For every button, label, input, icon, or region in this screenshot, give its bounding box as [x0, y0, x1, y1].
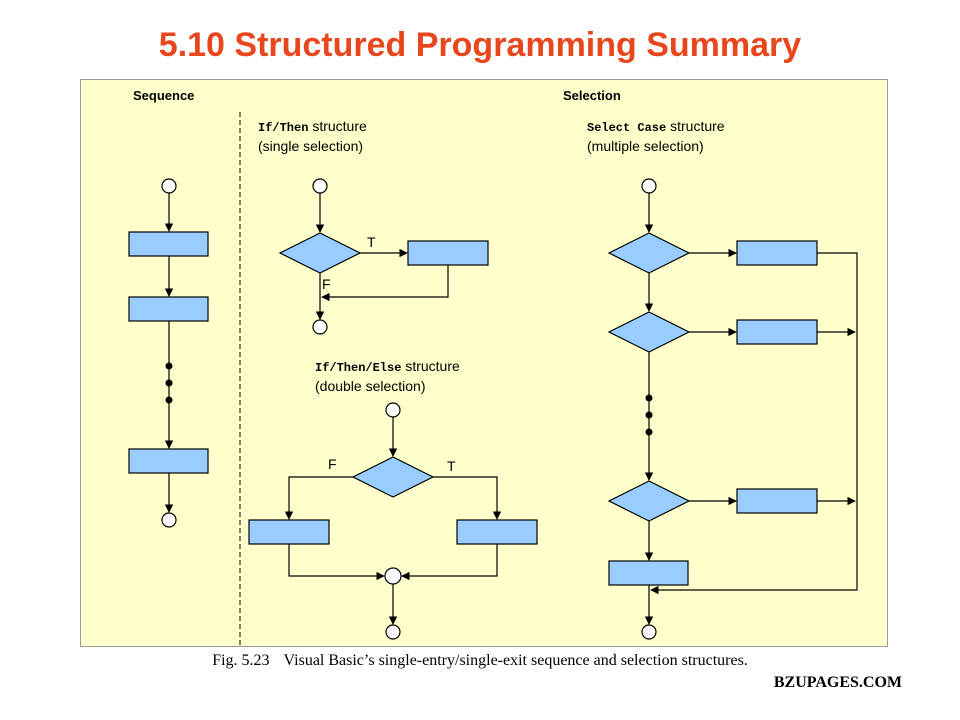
sequence-flowchart — [128, 178, 209, 528]
if-then-decision — [278, 232, 362, 274]
sequence-action-2 — [128, 296, 209, 322]
if-then-start-node — [312, 178, 328, 194]
select-case-end-node — [641, 624, 657, 640]
slide-title: 5.10 Structured Programming Summary — [158, 26, 802, 64]
if-then-else-decision — [351, 456, 435, 498]
select-case-flowchart — [607, 178, 858, 640]
if-then-structure-word: structure — [312, 118, 367, 134]
if-then-else-true-action — [456, 519, 538, 545]
select-case-structure-word: structure — [670, 118, 725, 134]
select-case-decision-n — [607, 480, 691, 522]
if-then-action — [407, 240, 489, 266]
if-then-else-heading: If/Then/Else structure — [315, 358, 460, 375]
sequence-ellipsis — [165, 362, 173, 404]
if-then-else-true-label: T — [447, 458, 456, 474]
if-then-else-end-node — [385, 624, 401, 640]
sequence-start-node — [161, 178, 177, 194]
if-then-else-merge-node — [384, 567, 402, 585]
figure-caption: Fig. 5.23 Visual Basic’s single-entry/sin… — [0, 652, 960, 670]
if-then-else-false-label: F — [328, 456, 337, 472]
select-case-action-n — [736, 488, 818, 514]
if-then-else-subtitle: (double selection) — [315, 378, 426, 394]
sequence-action-3 — [128, 448, 209, 474]
sequence-action-1 — [128, 231, 209, 257]
watermark-text: BZUPAGES.COM — [773, 674, 902, 691]
diagram-panel — [80, 79, 888, 647]
select-case-ellipsis — [645, 394, 653, 436]
select-case-keyword: Select Case — [587, 121, 667, 135]
select-case-decision-2 — [607, 311, 691, 353]
select-case-action-2 — [736, 319, 818, 345]
if-then-else-flowchart — [248, 402, 538, 640]
select-case-start-node — [641, 178, 657, 194]
sequence-header: Sequence — [133, 88, 195, 103]
if-then-else-start-node — [385, 402, 401, 418]
if-then-else-keyword: If/Then/Else — [315, 361, 402, 375]
if-then-end-node — [312, 319, 328, 335]
if-then-flowchart — [278, 178, 489, 335]
select-case-decision-1 — [607, 232, 691, 274]
select-case-subtitle: (multiple selection) — [587, 138, 704, 154]
if-then-heading: If/Then structure — [258, 118, 367, 135]
figure-caption-text: Visual Basic’s single-entry/single-exit … — [283, 652, 748, 669]
selection-header: Selection — [563, 88, 621, 103]
if-then-keyword: If/Then — [258, 121, 309, 135]
if-then-false-label: F — [322, 276, 331, 292]
select-case-action-1 — [736, 240, 818, 266]
select-case-default-action — [608, 560, 689, 586]
figure-number: Fig. 5.23 — [212, 652, 270, 669]
select-case-heading: Select Case structure — [587, 118, 725, 135]
sequence-end-node — [161, 512, 177, 528]
if-then-true-label: T — [367, 234, 376, 250]
if-then-subtitle: (single selection) — [258, 138, 364, 154]
if-then-else-false-action — [248, 519, 330, 545]
if-then-else-structure-word: structure — [405, 358, 460, 374]
